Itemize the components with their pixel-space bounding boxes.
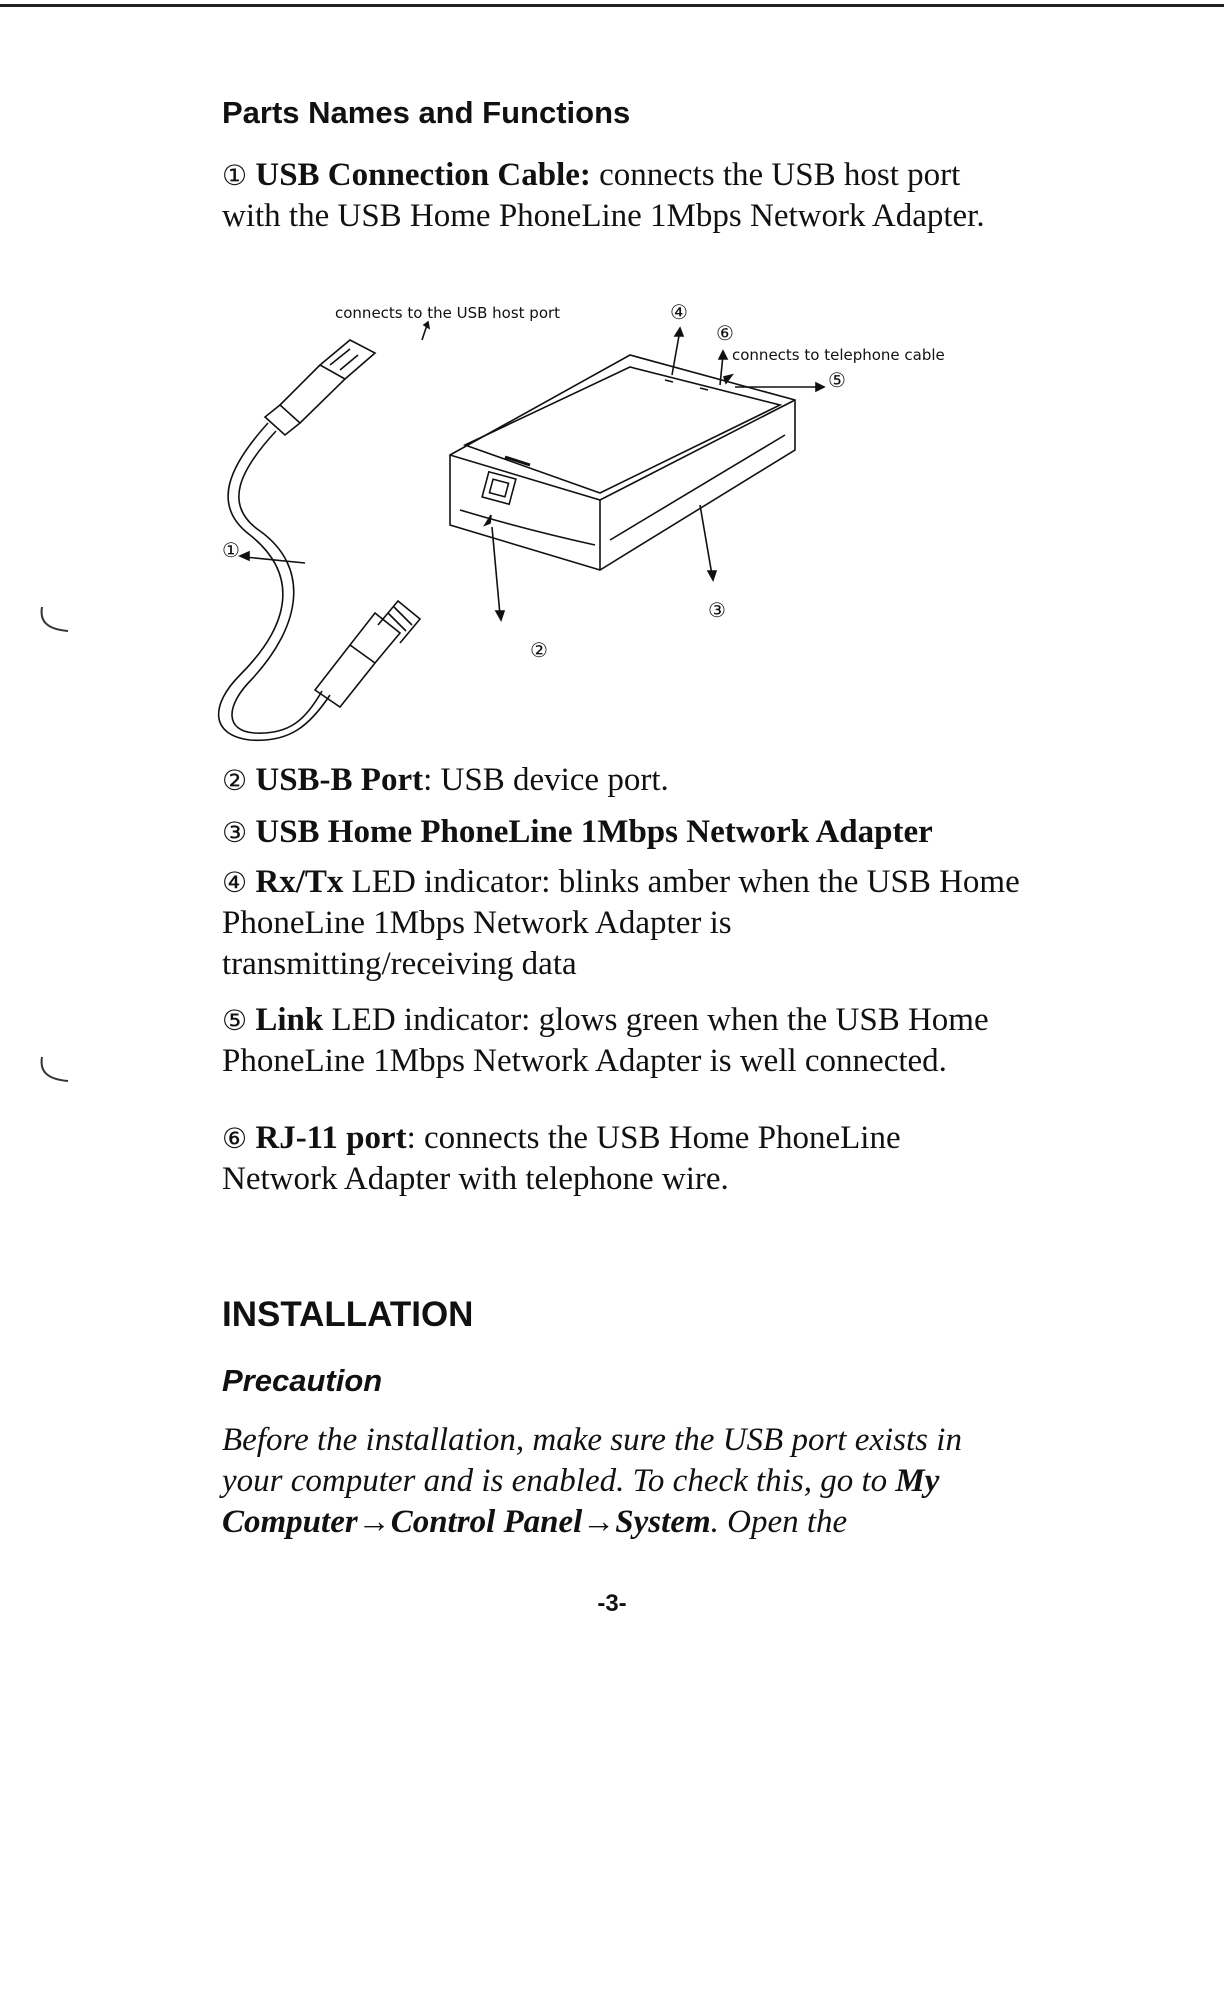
item-title: Link [255, 1002, 324, 1038]
item-usb-b-port: ② USB-B Port: USB device port. [222, 760, 1022, 801]
margin-mark-top [40, 606, 69, 632]
item-adapter: ③ USB Home PhoneLine 1Mbps Network Adapt… [222, 812, 1022, 853]
callout-1: ① [222, 538, 240, 562]
margin-mark-bottom [40, 1056, 69, 1082]
label-telephone: connects to telephone cable [732, 346, 945, 364]
page-number: -3- [597, 1590, 627, 1617]
item-rxtx-led: ④ Rx/Tx LED indicator: blinks amber when… [222, 862, 1022, 985]
item-title: USB-B Port [255, 762, 424, 798]
diagram-drawing [217, 320, 826, 742]
item-number: ④ [222, 866, 248, 899]
item-number: ② [222, 764, 248, 797]
callout-4: ④ [670, 300, 688, 324]
callout-5: ⑤ [828, 368, 846, 392]
item-number: ③ [222, 816, 248, 849]
precaution-text-2: . Open the [710, 1504, 848, 1540]
item-link-led: ⑤ Link LED indicator: glows green when t… [222, 1000, 1022, 1082]
precaution-text: Before the installation, make sure the U… [222, 1420, 1022, 1543]
precaution-title: Precaution [222, 1363, 383, 1398]
item-title: RJ-11 port [255, 1120, 407, 1156]
item-text: : connects the USB Home PhoneLine Networ… [222, 1120, 901, 1197]
item-text: connects the USB host port with the USB … [222, 157, 985, 234]
item-number: ⑤ [222, 1004, 248, 1037]
item-title: USB Home PhoneLine 1Mbps Network Adapter [255, 814, 933, 850]
callout-3: ③ [708, 598, 726, 622]
item-text: LED indicator: glows green when the USB … [222, 1002, 989, 1079]
label-usb-host: connects to the USB host port [335, 304, 560, 322]
callout-2: ② [530, 638, 548, 662]
precaution-path: My Computer→Control Panel→System [222, 1463, 940, 1540]
item-number: ⑥ [222, 1122, 248, 1155]
section-title: Parts Names and Functions [222, 95, 631, 130]
item-rj11-port: ⑥ RJ-11 port: connects the USB Home Phon… [222, 1118, 1022, 1200]
item-usb-cable: ① USB Connection Cable: connects the USB… [222, 155, 1022, 237]
item-title: Rx/Tx [255, 864, 344, 900]
top-rule [0, 4, 1224, 7]
item-number: ① [222, 159, 248, 192]
item-title: USB Connection Cable: [255, 157, 591, 193]
installation-title: INSTALLATION [222, 1295, 474, 1334]
adapter-diagram: connects to the USB host port connects t… [217, 300, 945, 742]
precaution-text-1: Before the installation, make sure the U… [222, 1422, 962, 1499]
callout-6: ⑥ [716, 321, 734, 345]
item-text: LED indicator: blinks amber when the USB… [222, 864, 1020, 982]
item-text: : USB device port. [423, 762, 669, 798]
